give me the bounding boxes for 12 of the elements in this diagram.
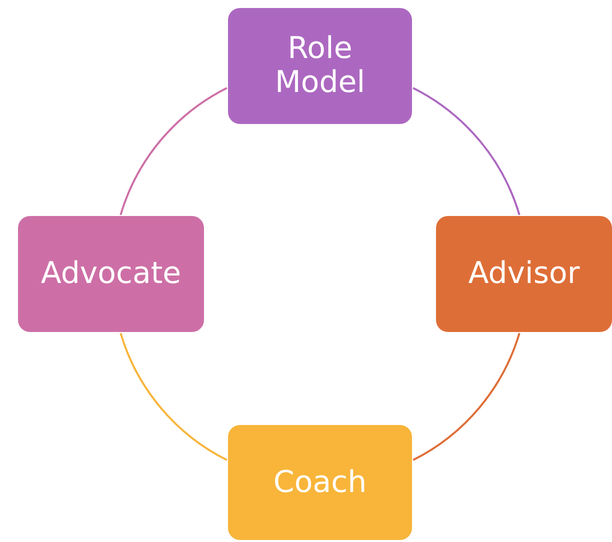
role-box [228,8,412,124]
role-label: Role Model [274,32,366,100]
connector-arc [120,87,228,216]
role-label: Advisor [468,257,580,291]
role-label: Advocate [40,257,182,291]
role-box [18,216,204,332]
connector-arc [412,87,520,216]
role-box [228,425,412,540]
connector-arc [120,332,228,461]
connector-arc [412,332,520,461]
role-label: Coach [273,466,367,500]
role-box [436,216,612,332]
